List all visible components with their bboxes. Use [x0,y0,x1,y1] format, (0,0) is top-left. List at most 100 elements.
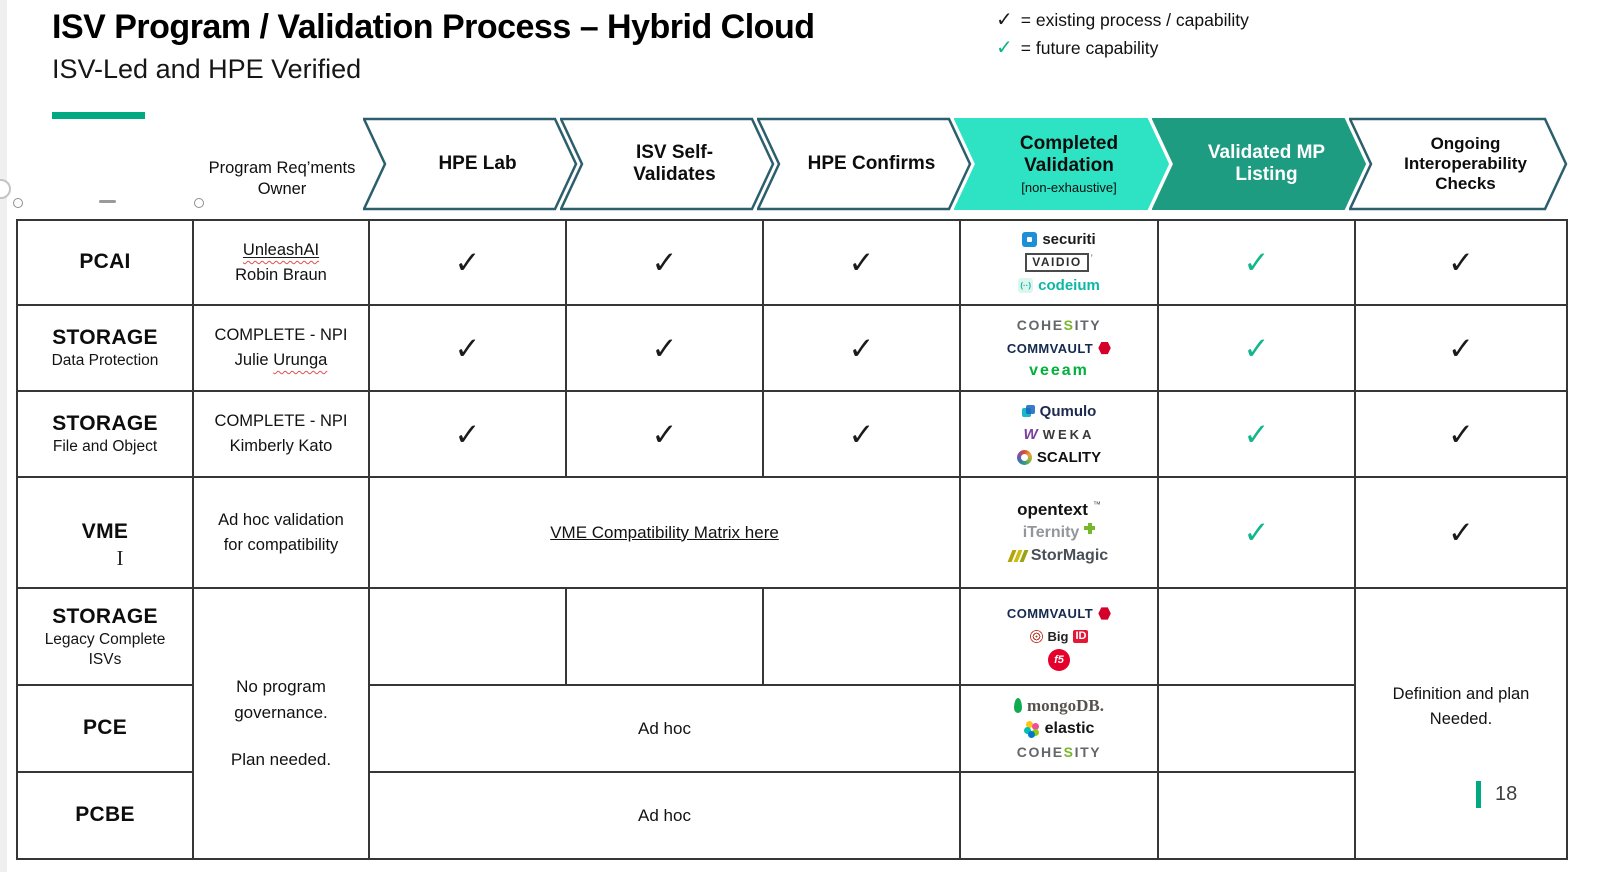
chevron-shape [757,117,972,211]
qumulo-icon [1021,404,1035,418]
definition-line: Needed. [1429,709,1493,728]
codeium-icon: (··) [1018,278,1034,293]
row-label-storage-dp: STORAGE Data Protection [18,306,194,392]
owner-line: Robin Braun [235,265,327,284]
row-title: PCAI [79,250,131,274]
owner-line: COMPLETE - NPI [214,412,348,431]
check-pcai-hpe-lab: ✓ [370,221,567,306]
owner-line: for compatibility [223,535,339,554]
step-label-line2: Listing [1235,164,1298,185]
check-storage-dp-mp-listing: ✓ [1159,306,1356,392]
selection-handle[interactable] [194,198,204,208]
stormagic-icon [1007,549,1017,562]
mongodb-leaf-icon [1014,698,1022,713]
chevron-shape [363,117,578,211]
step-note: [non-exhaustive] [1021,179,1117,195]
selection-handle-dash[interactable] [99,200,116,203]
text-cursor-icon: I [116,546,124,570]
check-storage-dp-ongoing: ✓ [1356,306,1566,392]
weka-icon: W [1023,425,1038,443]
logo-cohesity: COHESITY [1016,743,1102,760]
logo-iternity: iTernity [1023,522,1096,543]
cell-empty-legacy-isv [567,589,764,686]
f5-icon: f5 [1048,648,1070,671]
bigid-icon [1029,630,1043,643]
logo-securiti: securiti [1022,230,1096,250]
logo-elastic: elastic [1023,719,1094,739]
process-step-ongoing-interoperability: Ongoing Interoperability Checks [1349,117,1568,211]
step-label-line1: Validated MP [1207,141,1326,163]
row-label-storage-fo: STORAGE File and Object [18,392,194,478]
chevron-shape [954,118,1170,210]
check-storage-fo-confirms: ✓ [764,392,961,478]
owner-pcai: UnleashAI Robin Braun [194,221,370,306]
row-label-storage-legacy: STORAGE Legacy Complete ISVs [18,589,194,686]
owner-no-governance: No program governance. Plan needed. [194,589,370,858]
owner-column-header: Program Req’ments Owner [194,158,370,201]
step-label: HPE Confirms [807,152,936,174]
check-icon-future: ✓ [996,37,1013,59]
row-label-pce: PCE [18,686,194,773]
vme-compatibility-matrix-link[interactable]: VME Compatibility Matrix here [550,522,779,542]
footer-accent-bar [1476,781,1481,808]
owner-line: UnleashAI [242,240,320,259]
ongoing-definition-cell: Definition and plan Needed. [1356,589,1566,858]
row-subtitle: Legacy Complete [44,631,166,649]
row-title: PCBE [75,803,135,827]
owner-line: Ad hoc validation [218,510,344,529]
slide-footer: 18 [1476,781,1517,808]
step-label: HPE Lab [438,152,517,174]
selection-handle[interactable] [13,198,23,208]
process-step-hpe-confirms: HPE Confirms [757,117,972,211]
row-title: VME [81,520,129,544]
logos-pce: mongoDB. elastic COHESITY [961,686,1159,773]
check-storage-dp-isv: ✓ [567,306,764,392]
row-label-vme: VME [18,478,194,589]
owner-vme: Ad hoc validation for compatibility [194,478,370,589]
step-label-line2: Validates [633,164,716,185]
logos-pcai: securiti VAIDIO’ (··)codeium [961,221,1159,306]
cell-empty-legacy-confirms [764,589,961,686]
row-title: STORAGE [52,412,158,436]
chevron-shape [1349,117,1568,211]
owner-line: Kimberly Kato [229,437,333,455]
logo-f5: f5 [1048,648,1070,671]
slide-subtitle: ISV-Led and HPE Verified [52,54,362,84]
step-label-line1: ISV Self- [635,141,714,163]
gov-line: governance. [234,702,328,722]
check-storage-dp-hpe-lab: ✓ [370,306,567,392]
check-pcai-confirms: ✓ [764,221,961,306]
check-storage-fo-ongoing: ✓ [1356,392,1566,478]
logos-storage-dp: COHESITY COMMVAULT veeam [961,306,1159,392]
cell-empty-legacy-hpe-lab [370,589,567,686]
cell-empty-legacy-mp [1159,589,1356,686]
adhoc-label: Ad hoc [638,718,691,738]
owner-storage-dp: COMPLETE - NPI Julie Urunga [194,306,370,392]
page-number: 18 [1495,783,1518,805]
logo-vaidio: VAIDIO’ [1025,253,1093,273]
check-pcai-mp-listing: ✓ [1159,221,1356,306]
process-step-isv-self-validates: ISV Self- Validates [560,117,775,211]
commvault-icon [1098,607,1111,620]
definition-line: Definition and plan [1392,684,1530,703]
selection-handle-edge[interactable] [0,179,11,199]
adhoc-label: Ad hoc [638,805,691,825]
check-storage-dp-confirms: ✓ [764,306,961,392]
step-label-line1: Completed [1019,132,1119,154]
gov-line: No program [236,677,326,697]
row-subtitle: ISVs [88,650,122,668]
chevron-shape [1152,118,1367,210]
window-edge-strip [0,0,7,872]
slide-title: ISV Program / Validation Process – Hybri… [52,8,815,46]
adhoc-pce-cell: Ad hoc [370,686,961,773]
owner-storage-fo: COMPLETE - NPI Kimberly Kato [194,392,370,478]
logo-qumulo: Qumulo [1021,401,1096,421]
row-label-pcai: PCAI [18,221,194,306]
step-label-line2: Interoperability [1404,153,1527,173]
scality-icon [1016,449,1032,465]
